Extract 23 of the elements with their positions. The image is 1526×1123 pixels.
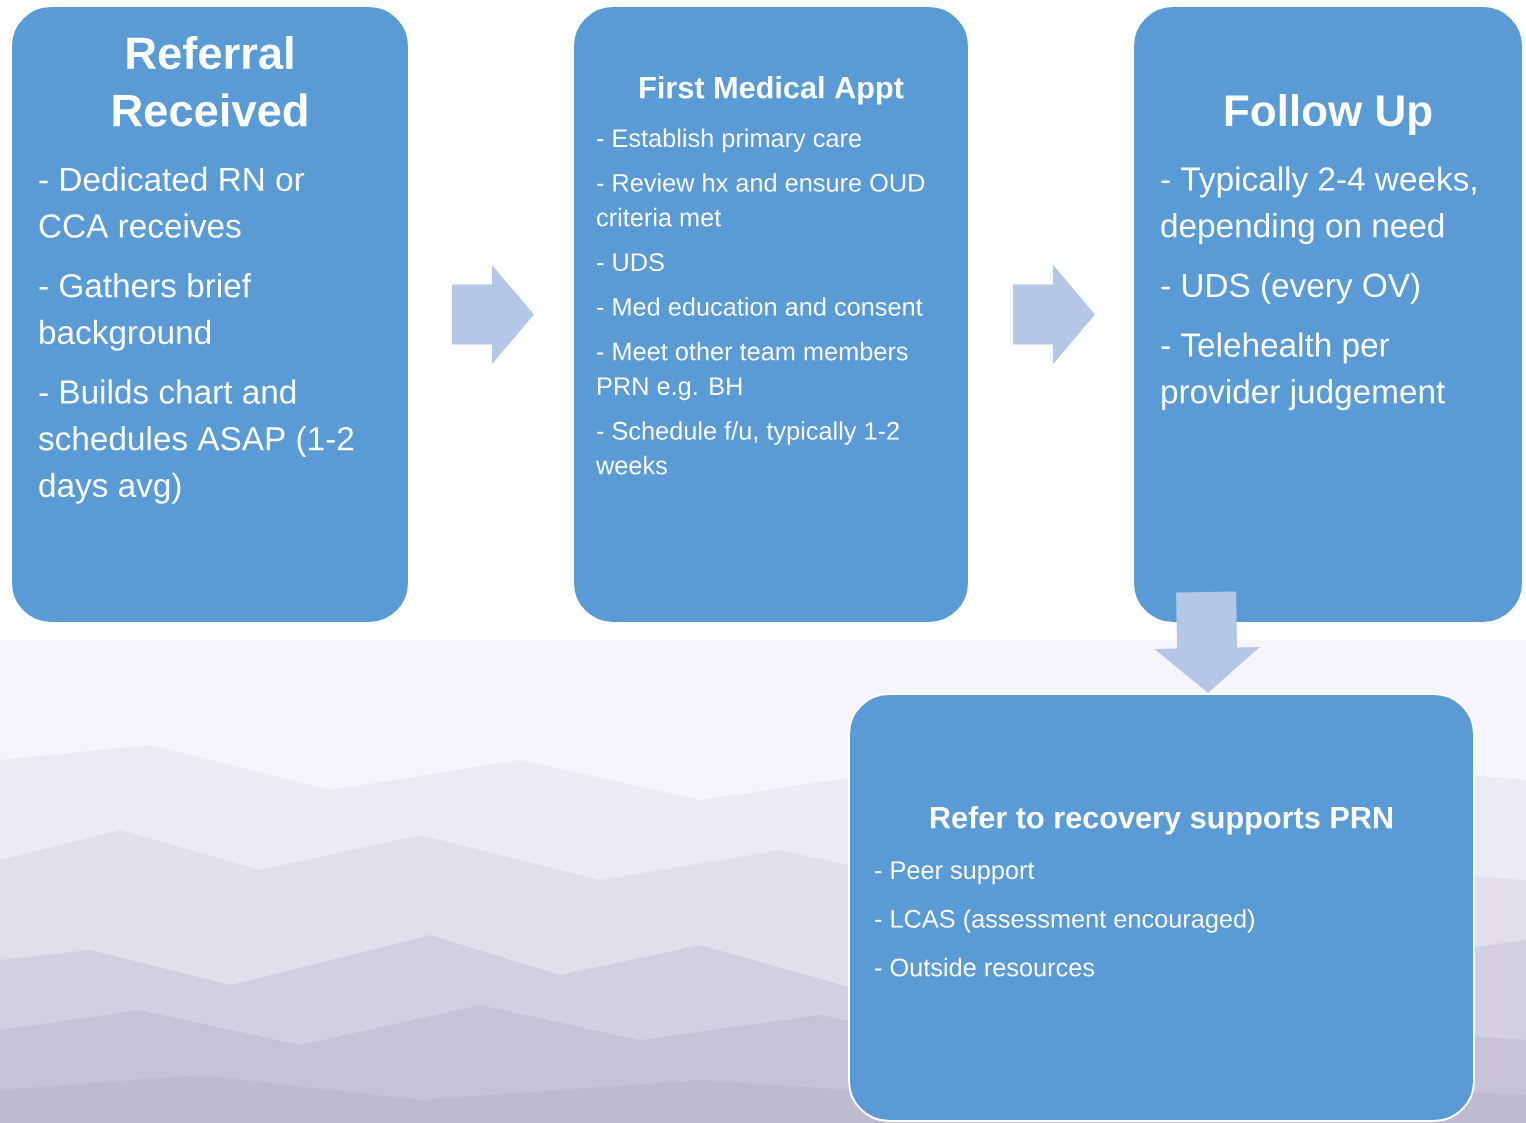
bullet-text: - Outside resources — [875, 957, 1095, 977]
process-box — [1132, 5, 1524, 624]
bullet-text: - UDS — [597, 253, 664, 272]
bullet-text: - Med education and consent — [597, 297, 923, 316]
process-box — [572, 5, 970, 624]
box-heading: Follow Up — [1225, 94, 1432, 135]
bullet-text: - Establish primary care — [597, 128, 861, 153]
bullet-text: - Dedicated RN or CCA receives — [39, 166, 305, 238]
box-heading: Referral Received — [113, 36, 307, 127]
bullet-text: - Typically 2-4 weeks, depending on need — [1161, 166, 1476, 245]
box-heading: Refer to recovery supports PRN — [930, 806, 1392, 835]
process-box — [10, 5, 410, 624]
bullet-text: - LCAS (assessment encouraged) — [875, 909, 1254, 933]
bullet-text: - Peer support — [875, 861, 1035, 885]
bullet-text: - Builds chart and schedules ASAP (1-2 days avg) — [38, 379, 354, 504]
bullet-text: - Meet other team members PRN e.g. BH — [597, 341, 908, 401]
bullet-text: - Schedule f/u, typically 1-2 weeks — [595, 421, 899, 475]
bullet-text: - UDS (every OV) — [1161, 272, 1420, 304]
process-box — [848, 693, 1475, 1122]
bullet-text: - Review hx and ensure OUD criteria met — [597, 173, 925, 227]
box-heading: First Medical Appt — [640, 76, 904, 105]
bullet-text: - Gathers brief background — [39, 273, 252, 351]
bullet-text: - Telehealth per provider judgement — [1161, 332, 1445, 411]
